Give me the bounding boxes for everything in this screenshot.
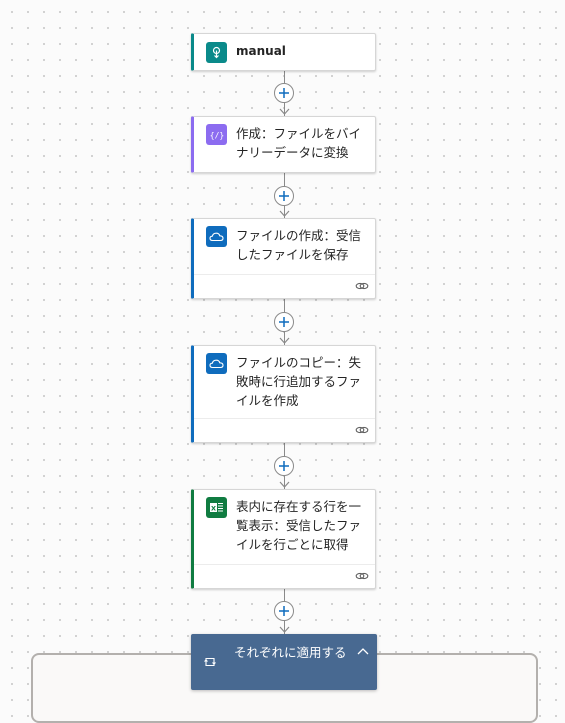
loop-icon xyxy=(204,657,216,667)
trigger-icon xyxy=(206,42,227,63)
plus-icon xyxy=(279,317,289,327)
trigger-card[interactable]: manual xyxy=(191,33,376,71)
copy-file-step-card[interactable]: ファイルのコピー：失敗時に行追加するファイルを作成 xyxy=(191,345,376,443)
svg-text:X: X xyxy=(211,504,216,512)
chevron-up-icon[interactable] xyxy=(357,647,369,655)
arrow-down-icon xyxy=(279,108,290,115)
list-rows-step-card[interactable]: X 表内に存在する行を一覧表示：受信したファイルを行ごとに取得 xyxy=(191,489,376,589)
create-file-step-title: ファイルの作成：受信したファイルを保存 xyxy=(236,228,362,262)
card-footer xyxy=(194,564,375,588)
arrow-down-icon xyxy=(279,626,290,633)
arrow-down-icon xyxy=(279,210,290,217)
add-step-button[interactable] xyxy=(274,186,294,206)
add-step-button[interactable] xyxy=(274,312,294,332)
excel-icon: X xyxy=(206,497,227,518)
plus-icon xyxy=(279,191,289,201)
add-step-button[interactable] xyxy=(274,601,294,621)
onedrive-icon xyxy=(206,353,227,374)
flow-canvas: manual {/} 作成：ファイルをバイナリーデータに変換 xyxy=(31,33,538,723)
card-footer xyxy=(194,274,375,298)
plus-icon xyxy=(279,88,289,98)
arrow-down-icon xyxy=(279,481,290,488)
onedrive-icon xyxy=(206,226,227,247)
compose-step-title: 作成：ファイルをバイナリーデータに変換 xyxy=(236,126,362,160)
arrow-down-icon xyxy=(279,337,290,344)
compose-step-card[interactable]: {/} 作成：ファイルをバイナリーデータに変換 xyxy=(191,116,376,173)
copy-file-step-title: ファイルのコピー：失敗時に行追加するファイルを作成 xyxy=(236,355,362,408)
compose-icon: {/} xyxy=(206,124,227,145)
link-icon[interactable] xyxy=(355,570,369,582)
list-rows-step-title: 表内に存在する行を一覧表示：受信したファイルを行ごとに取得 xyxy=(236,499,362,552)
card-footer xyxy=(194,418,375,442)
create-file-step-card[interactable]: ファイルの作成：受信したファイルを保存 xyxy=(191,218,376,299)
svg-text:{/}: {/} xyxy=(210,131,224,140)
plus-icon xyxy=(279,461,289,471)
add-step-button[interactable] xyxy=(274,456,294,476)
add-step-button[interactable] xyxy=(274,83,294,103)
link-icon[interactable] xyxy=(355,280,369,292)
plus-icon xyxy=(279,606,289,616)
trigger-title: manual xyxy=(236,44,286,58)
apply-to-each-card[interactable]: それぞれに適用する xyxy=(191,634,377,690)
link-icon[interactable] xyxy=(355,424,369,436)
apply-to-each-title: それぞれに適用する xyxy=(234,645,347,660)
